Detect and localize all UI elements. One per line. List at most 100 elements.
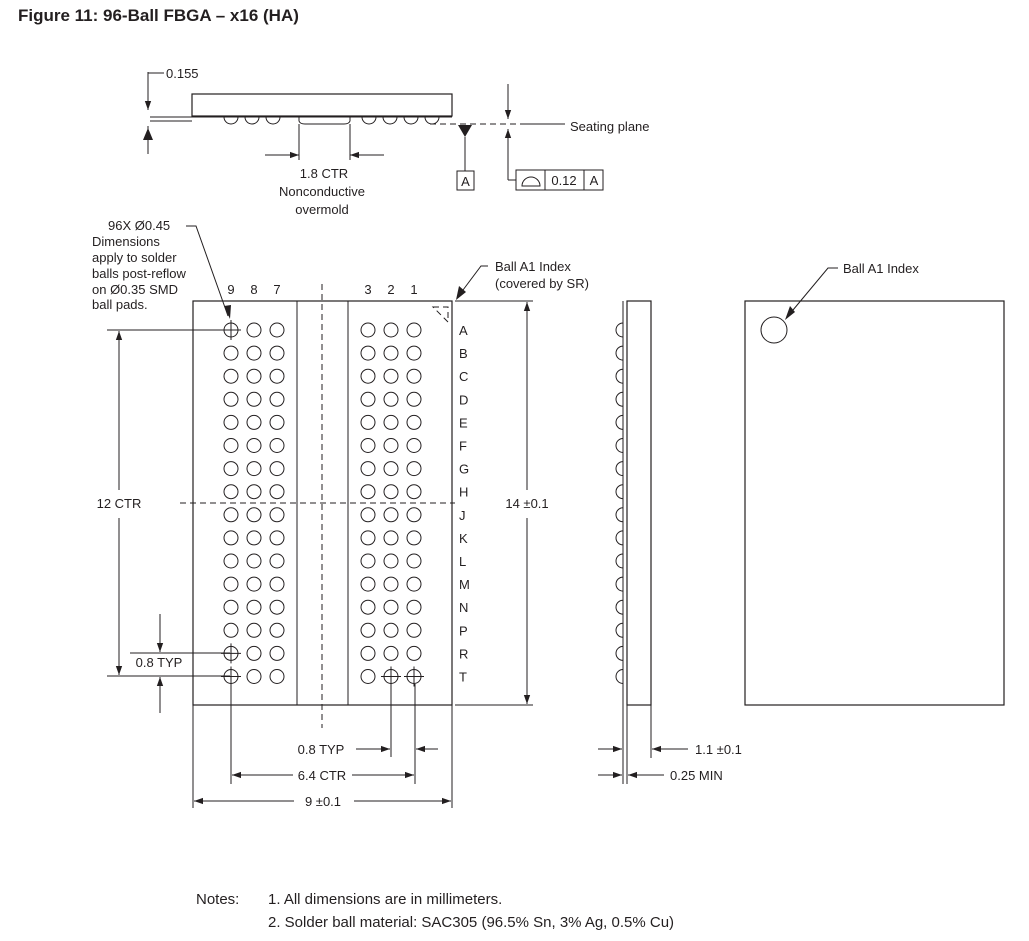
seating-plane-label: Seating plane bbox=[570, 119, 650, 134]
datum-box bbox=[456, 170, 475, 191]
ball-T7 bbox=[269, 669, 285, 684]
ball-K2 bbox=[383, 530, 399, 546]
side-profile-bumps bbox=[615, 322, 624, 684]
column-label-3: 3 bbox=[364, 282, 371, 297]
side-view: Seating plane 0.155 1.8 CTR Nonconductiv… bbox=[143, 66, 650, 217]
ball-N8 bbox=[246, 599, 262, 615]
overmold-label-1: Nonconductive bbox=[279, 184, 365, 199]
note-1: 1. All dimensions are in millimeters. bbox=[268, 891, 503, 908]
ball-note-line-1: 96X Ø0.45 bbox=[108, 218, 170, 233]
ball-H3 bbox=[360, 484, 376, 500]
ball-M8 bbox=[246, 576, 262, 592]
ball-J2 bbox=[383, 507, 399, 523]
ball-P2 bbox=[383, 622, 399, 638]
ball-R2 bbox=[383, 645, 399, 661]
row-label-K: K bbox=[459, 531, 468, 546]
ball-F2 bbox=[383, 438, 399, 453]
note-2: 2. Solder ball material: SAC305 (96.5% S… bbox=[268, 914, 675, 931]
ball-note-line-6: ball pads. bbox=[92, 297, 148, 312]
ball-P3 bbox=[360, 622, 376, 638]
ball-C2 bbox=[383, 368, 399, 384]
ball-P1 bbox=[406, 622, 422, 638]
row-label-J: J bbox=[459, 508, 466, 523]
ball-P8 bbox=[246, 622, 262, 638]
row-label-N: N bbox=[459, 600, 468, 615]
ball-E9 bbox=[223, 414, 239, 430]
profile-bump bbox=[615, 599, 624, 615]
ball-K8 bbox=[246, 530, 262, 546]
ball-H1 bbox=[406, 484, 422, 500]
ball-N1 bbox=[406, 599, 422, 615]
profile-bump bbox=[615, 391, 624, 407]
flatness-frame bbox=[515, 169, 604, 191]
column-label-1: 1 bbox=[410, 282, 417, 297]
profile-bump bbox=[615, 438, 624, 453]
ball-J1 bbox=[406, 507, 422, 523]
dim-thickness: 1.1 ±0.1 bbox=[695, 742, 742, 757]
side-profile: 1.1 ±0.1 0.25 MIN bbox=[598, 300, 742, 784]
notes-label: Notes: bbox=[196, 891, 240, 908]
ball-B9 bbox=[223, 345, 239, 361]
ball-N9 bbox=[223, 599, 239, 615]
dim-9: 9 ±0.1 bbox=[305, 794, 341, 809]
dim-14: 14 ±0.1 bbox=[505, 496, 548, 511]
overmold-label-2: overmold bbox=[295, 202, 348, 217]
row-label-D: D bbox=[459, 392, 468, 407]
ball-C1 bbox=[406, 368, 422, 384]
ball-B3 bbox=[360, 345, 376, 361]
ball-B7 bbox=[269, 345, 285, 361]
ball-F9 bbox=[223, 438, 239, 453]
dim-18ctr: 1.8 CTR bbox=[300, 166, 348, 181]
dim-standoff: 0.25 MIN bbox=[670, 768, 723, 783]
ball-D8 bbox=[246, 391, 262, 407]
flatness-datum: A bbox=[590, 173, 599, 188]
profile-bump bbox=[615, 669, 624, 684]
ball-L7 bbox=[269, 553, 285, 569]
top-view-outline bbox=[744, 300, 1005, 706]
ball-G8 bbox=[246, 461, 262, 477]
ball-G9 bbox=[223, 461, 239, 477]
ball-G1 bbox=[406, 461, 422, 477]
ball-F1 bbox=[406, 438, 422, 453]
ball-R1 bbox=[406, 645, 422, 661]
profile-bump bbox=[615, 322, 624, 338]
ball-A1 bbox=[406, 322, 422, 338]
profile-bump bbox=[615, 345, 624, 361]
datum-triangle bbox=[458, 125, 472, 137]
flatness-icon bbox=[521, 176, 541, 187]
ball-M1 bbox=[406, 576, 422, 592]
ball-H2 bbox=[383, 484, 399, 500]
ball-E7 bbox=[269, 414, 285, 430]
row-label-L: L bbox=[459, 554, 466, 569]
ball-note-line-2: Dimensions bbox=[92, 234, 160, 249]
ball-note-line-5: on Ø0.35 SMD bbox=[92, 282, 178, 297]
dimensions: 12 CTR 0.8 TYP 14 ±0.1 0.8 TYP 6.4 CTR 9… bbox=[97, 300, 549, 809]
ball-G7 bbox=[269, 461, 285, 477]
ball-note-line-4: balls post-reflow bbox=[92, 266, 187, 281]
ball-F7 bbox=[269, 438, 285, 453]
row-label-E: E bbox=[459, 415, 468, 430]
ball-R8 bbox=[246, 645, 262, 661]
ball-H9 bbox=[223, 484, 239, 500]
ball-E2 bbox=[383, 414, 399, 430]
row-label-M: M bbox=[459, 577, 470, 592]
top-view: Ball A1 Index bbox=[744, 261, 1005, 706]
ball-C7 bbox=[269, 368, 285, 384]
column-label-9: 9 bbox=[227, 282, 234, 297]
side-profile-body bbox=[626, 300, 652, 706]
ball-D3 bbox=[360, 391, 376, 407]
column-label-7: 7 bbox=[273, 282, 280, 297]
figure-title: Figure 11: 96-Ball FBGA – x16 (HA) bbox=[18, 6, 299, 25]
ball-A2 bbox=[383, 322, 399, 338]
column-label-8: 8 bbox=[250, 282, 257, 297]
ball-B8 bbox=[246, 345, 262, 361]
ball-M7 bbox=[269, 576, 285, 592]
ball-E8 bbox=[246, 414, 262, 430]
ball-C9 bbox=[223, 368, 239, 384]
ball-J9 bbox=[223, 507, 239, 523]
profile-bump bbox=[615, 507, 624, 523]
ball-M2 bbox=[383, 576, 399, 592]
row-label-C: C bbox=[459, 369, 468, 384]
profile-bump bbox=[615, 622, 624, 638]
